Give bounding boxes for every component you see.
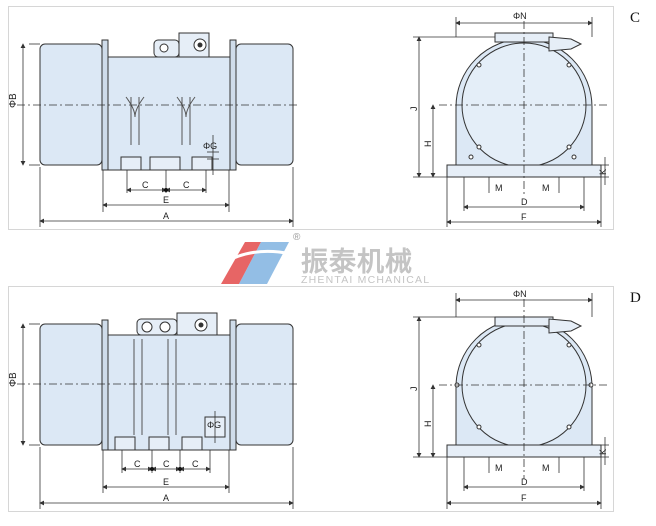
side-dimensions-d	[17, 323, 299, 509]
drawing-panel-c: ΦB ΦG C C E A	[8, 6, 614, 230]
label-m1: M	[495, 463, 503, 473]
label-a: A	[163, 211, 169, 221]
right-flange	[229, 319, 237, 451]
label-a: A	[163, 493, 169, 503]
left-end-cover	[39, 43, 103, 166]
brand-name-cn: 振泰机械	[301, 247, 413, 278]
label-m1: M	[495, 183, 503, 193]
label-k: K	[598, 449, 608, 455]
label-c2: C	[183, 180, 190, 190]
label-e: E	[163, 477, 169, 487]
label-f: F	[521, 212, 527, 222]
left-end-cover	[39, 323, 103, 446]
drawing-d: ΦB ΦG C C C E A	[8, 289, 609, 509]
label-m2: M	[542, 463, 550, 473]
side-dimensions	[17, 43, 299, 227]
label-n: ΦN	[513, 11, 527, 21]
label-b: ΦB	[9, 93, 19, 108]
variant-tag-d: D	[630, 290, 641, 306]
variant-tag-c: C	[630, 10, 641, 26]
label-j: J	[409, 107, 419, 112]
label-n: ΦN	[513, 289, 527, 299]
label-b: ΦB	[9, 372, 19, 387]
label-c3: C	[192, 459, 199, 469]
cable-entry	[548, 318, 583, 334]
brand-name-en: ZHENTAI MCHANICAL	[301, 274, 431, 286]
label-d: D	[521, 477, 528, 487]
label-j: J	[409, 387, 419, 392]
front-dimensions-d	[413, 293, 609, 509]
brand-watermark: ® 振泰机械 ZHENTAI MCHANICAL	[215, 232, 435, 292]
label-f: F	[521, 493, 527, 503]
right-end-cover	[235, 323, 294, 446]
drawing-panel-d: ΦB ΦG C C C E A	[8, 286, 614, 512]
label-c1: C	[134, 459, 141, 469]
motor-body	[107, 56, 231, 171]
left-flange	[101, 319, 109, 451]
label-m2: M	[542, 183, 550, 193]
drawing-c: ΦB ΦG C C E A	[8, 11, 609, 227]
brand-logo-icon	[221, 242, 292, 284]
label-h: H	[423, 421, 433, 428]
cable-entry	[548, 36, 583, 52]
label-g: ΦG	[203, 141, 217, 151]
label-h: H	[423, 141, 433, 148]
label-d: D	[521, 197, 528, 207]
registered-mark: ®	[293, 232, 301, 243]
label-e: E	[163, 195, 169, 205]
side-view-d	[39, 312, 294, 451]
label-c2: C	[163, 459, 170, 469]
front-dimensions	[413, 17, 609, 227]
label-c1: C	[142, 180, 149, 190]
right-end-cover	[235, 43, 294, 166]
label-k: K	[598, 169, 608, 175]
side-view	[39, 32, 294, 171]
label-g: ΦG	[207, 420, 221, 430]
